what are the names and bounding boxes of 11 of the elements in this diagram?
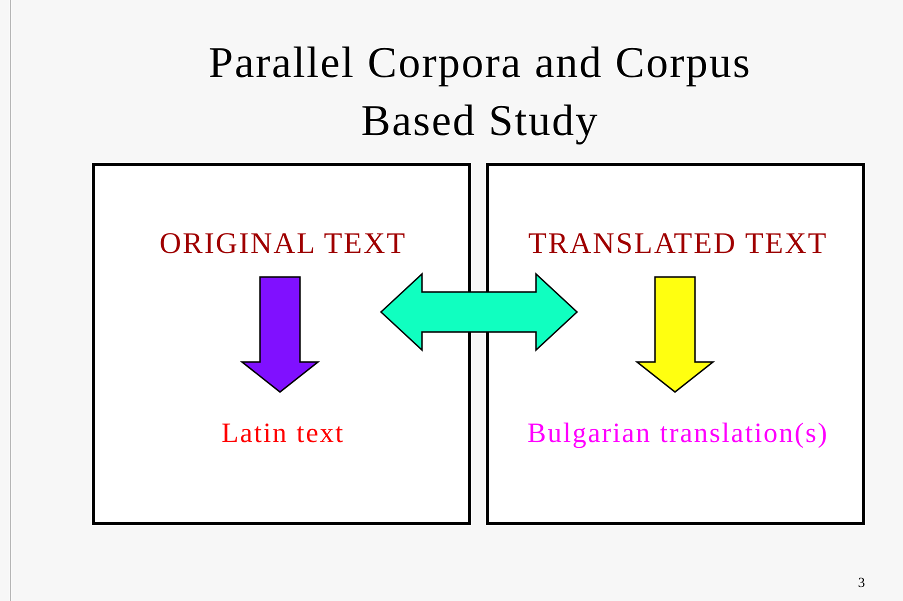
- block-arrow: [634, 276, 716, 393]
- block-arrow: [380, 272, 578, 352]
- text-label: TRANSLATED TEXT: [495, 225, 861, 263]
- text-label: Bulgarian translation(s): [503, 415, 853, 453]
- text-label: Latin text: [153, 415, 413, 453]
- panel-box: [92, 163, 471, 525]
- block-arrow: [240, 276, 320, 393]
- text-label: ORIGINAL TEXT: [113, 225, 453, 263]
- title: Parallel Corpora and Corpus Based Study: [208, 37, 752, 147]
- page-number: 3: [858, 576, 865, 592]
- panel-box: [486, 163, 865, 525]
